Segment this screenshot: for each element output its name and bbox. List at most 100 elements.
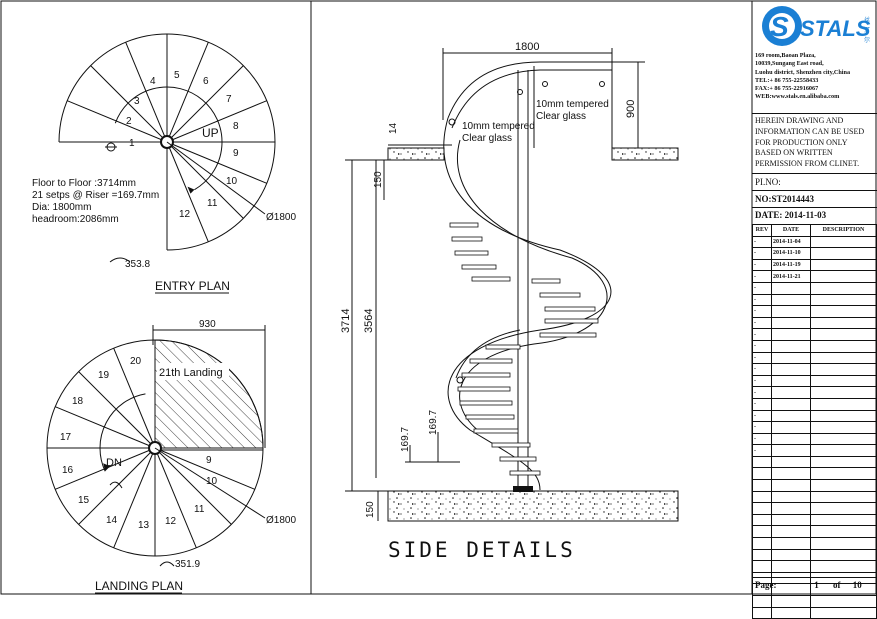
revision-date [771, 479, 811, 492]
handrail-end [456, 376, 464, 384]
revision-row: - [752, 281, 877, 295]
revision-date [771, 525, 811, 539]
stair-tread [471, 276, 511, 282]
revision-description [810, 363, 877, 376]
revision-rev: - [752, 328, 772, 341]
revision-date [771, 293, 811, 307]
entry-step-number: 3 [134, 96, 140, 107]
entry-tread-line [166, 141, 267, 184]
revision-description [810, 235, 877, 249]
landing-walk-line [99, 393, 146, 472]
revision-row: -2014-11-19 [752, 258, 877, 272]
tb-divider [752, 577, 877, 578]
address-tel: TEL:+ 86 755-22558433 [755, 76, 819, 84]
revision-rev: - [752, 270, 772, 283]
side-glass-label-1b: Clear glass [536, 111, 586, 122]
revision-rev: - [752, 316, 772, 330]
side-details-geometry [345, 48, 679, 522]
landing-step-number: 20 [130, 356, 142, 367]
revision-rev [752, 467, 772, 481]
revision-row [752, 548, 877, 562]
revision-description [810, 339, 877, 353]
entry-dim-arc [109, 257, 131, 263]
revision-description [810, 293, 877, 307]
page-label: Page: [755, 580, 777, 590]
revision-row [752, 595, 877, 608]
landing-platform [154, 339, 264, 449]
revision-rev [752, 502, 772, 515]
revision-rev: - [752, 386, 772, 399]
entry-tread-line [166, 100, 267, 143]
landing-21th-label: 21th Landing [159, 367, 223, 379]
revision-description [810, 444, 877, 457]
title-block: S STALS 丝 汀 尔 169 room,Baoan Plaza, 1003… [752, 0, 877, 619]
entry-tread-line [90, 65, 168, 143]
revision-rev [752, 479, 772, 492]
entry-tread-line [166, 42, 209, 143]
entry-tread-line [125, 42, 168, 143]
landing-tread-line [154, 447, 255, 490]
logo-text: STALS [800, 16, 871, 41]
revision-date [771, 467, 811, 481]
revision-date [771, 548, 811, 562]
landing-tread-line [113, 348, 156, 449]
stair-tread [449, 222, 479, 228]
stair-tread [539, 292, 581, 298]
entry-step-number: 6 [203, 76, 209, 87]
side-dim-3714: 3714 [340, 309, 352, 333]
side-details-title: SIDE DETAILS [388, 538, 576, 562]
entry-step-number: 12 [179, 209, 191, 220]
address-web: WEB:www.stals.en.alibaba.com [755, 93, 840, 101]
page-of: of [833, 580, 841, 590]
side-glass-label-2b: Clear glass [462, 133, 512, 144]
svg-text:尔: 尔 [864, 36, 870, 44]
entry-plan-geometry [58, 33, 276, 263]
revision-row: - [752, 305, 877, 318]
stair-tread [473, 428, 519, 434]
revision-date [771, 455, 811, 469]
entry-step-number: 1 [129, 138, 135, 149]
revision-date [771, 339, 811, 353]
revision-row [752, 560, 877, 573]
landing-tread-line [113, 447, 156, 548]
revision-rev: - [752, 432, 772, 446]
revision-description [810, 316, 877, 330]
revision-rev [752, 548, 772, 562]
entry-note-headroom: headroom:2086mm [32, 214, 119, 225]
revision-rev: - [752, 258, 772, 272]
revision-description [810, 258, 877, 272]
revision-row [752, 490, 877, 504]
revision-rev: - [752, 363, 772, 376]
revision-description [810, 270, 877, 283]
revision-description [810, 606, 877, 619]
upper-slab-right [611, 147, 679, 161]
revision-row: - [752, 339, 877, 353]
side-dim-riser-1: 169.7 [400, 427, 411, 452]
revision-rev: - [752, 421, 772, 434]
handrail-end [448, 118, 456, 126]
revision-date: 2014-11-21 [771, 270, 811, 283]
revision-description [810, 479, 877, 492]
glass-clamp [517, 89, 523, 95]
revision-row: - [752, 432, 877, 446]
revision-date [771, 421, 811, 434]
stair-tread [544, 306, 596, 312]
entry-step-number: 10 [226, 176, 238, 187]
revision-date [771, 432, 811, 446]
revision-date: 2014-11-10 [771, 247, 811, 260]
side-dim-3564: 3564 [363, 309, 375, 333]
landing-tread-line [78, 371, 156, 449]
entry-up-label: UP [202, 126, 219, 140]
landing-tread-line [55, 406, 156, 449]
revision-description [810, 455, 877, 469]
side-dim-150-top: 150 [373, 171, 384, 188]
revision-table: REV DATE DESCRIPTION -2014-11-04-2014-11… [752, 224, 877, 619]
revision-rev: - [752, 281, 772, 295]
revision-date: 2014-11-19 [771, 258, 811, 272]
revision-row [752, 513, 877, 527]
stair-tread [485, 344, 521, 350]
revision-row [752, 455, 877, 469]
revision-description [810, 548, 877, 562]
